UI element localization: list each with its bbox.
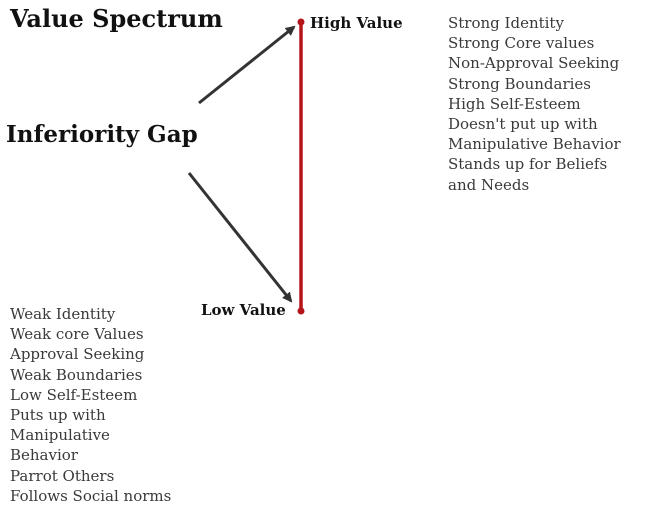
high-value-trait: and Needs: [448, 175, 530, 194]
high-value-trait: Strong Core values: [448, 34, 595, 53]
low-value-trait: Manipulative: [10, 426, 110, 445]
arrow-to-low-value: [187, 172, 293, 303]
high-value-trait: Manipulative Behavior: [448, 135, 621, 154]
low-value-trait: Low Self-Esteem: [10, 385, 138, 404]
high-value-trait: Non-Approval Seeking: [448, 54, 620, 73]
high-value-endpoint: [297, 18, 305, 26]
low-value-trait: Parrot Others: [10, 466, 115, 485]
high-value-label: High Value: [310, 14, 403, 32]
high-value-trait: High Self-Esteem: [448, 94, 581, 113]
low-value-label: Low Value: [201, 301, 286, 319]
high-value-trait: Doesn't put up with: [448, 115, 598, 134]
high-value-traits-list: Strong Identity Strong Core values Non-A…: [448, 13, 621, 195]
low-value-trait: Weak Boundaries: [10, 365, 143, 384]
low-value-trait: Approval Seeking: [10, 345, 145, 364]
low-value-trait: Behavior: [10, 446, 78, 465]
low-value-trait: Weak Identity: [10, 305, 116, 323]
low-value-traits-list: Weak Identity Weak core Values Approval …: [10, 304, 171, 506]
low-value-trait: Weak core Values: [10, 325, 144, 344]
diagram-title: Value Spectrum: [10, 4, 223, 33]
low-value-trait: Follows Social norms: [10, 486, 172, 505]
high-value-trait: Strong Boundaries: [448, 74, 591, 93]
low-value-endpoint: [297, 307, 305, 315]
inferiority-gap-label: Inferiority Gap: [6, 121, 198, 148]
low-value-trait: Puts up with: [10, 406, 106, 425]
high-value-trait: Strong Identity: [448, 14, 564, 32]
arrow-to-high-value: [198, 25, 296, 105]
high-value-trait: Stands up for Beliefs: [448, 155, 608, 174]
